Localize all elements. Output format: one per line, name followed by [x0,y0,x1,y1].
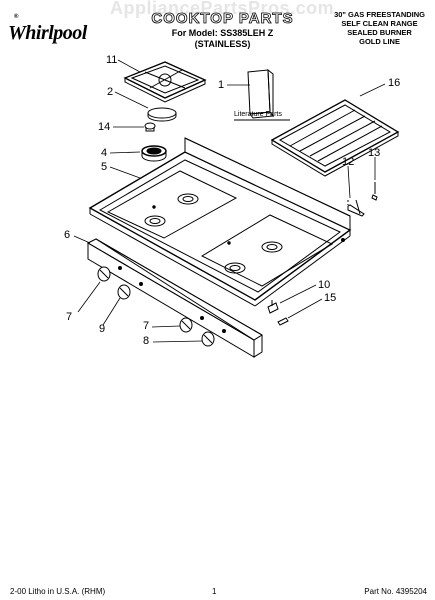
model-line: For Model: SS385LEH Z [171,28,274,38]
literature-parts-label: Literature Parts [234,111,282,118]
literature-book-part [247,68,274,119]
bracket-screw-part [277,317,289,326]
bracket-part [267,300,279,314]
manifold-panel-part [86,238,263,358]
callout-5: 5 [101,161,108,173]
footer-page-number: 1 [212,587,217,596]
page-title: COOKTOP PARTS [151,10,294,28]
cooktop-panel-part [88,137,352,307]
brand-registered-mark: ® [14,14,19,20]
callout-14: 14 [98,121,111,133]
screw-part [144,122,156,132]
control-knobs [97,266,226,347]
callout-4: 4 [101,147,108,159]
callout-16: 16 [388,77,401,89]
broiler-grid-part [270,99,400,177]
finish-line: (STAINLESS) [194,39,251,49]
brand-logo: Whirlpool [8,22,87,44]
callout-7-center: 7 [143,320,150,332]
footer-part-number: Part No. 4395204 [364,587,427,596]
callout-15: 15 [324,292,337,304]
spec-line: SEALED BURNER [347,28,412,37]
spec-line: GOLD LINE [359,37,400,46]
callout-8: 8 [143,335,150,347]
callout-6: 6 [64,229,71,241]
spec-block: 30" GAS FREESTANDING SELF CLEAN RANGE SE… [334,10,425,46]
burner-head-part [141,145,167,162]
burner-cap-part [147,107,177,119]
callout-10: 10 [318,279,331,291]
watermark-text: AppliancePartsPros.com [110,0,335,18]
callout-9: 9 [99,323,106,335]
spec-line: SELF CLEAN RANGE [341,19,418,28]
igniter-screw-part [371,182,378,201]
spec-line: 30" GAS FREESTANDING [334,10,425,19]
callout-13: 13 [368,147,381,159]
igniter-part [347,199,365,217]
leader-lines [73,59,386,343]
callout-2: 2 [107,86,114,98]
footer-print-info: 2-00 Litho in U.S.A. (RHM) [10,587,106,596]
callout-11: 11 [106,54,118,66]
callout-7-left: 7 [66,311,73,323]
callout-1: 1 [218,79,225,91]
callout-12: 12 [342,156,355,168]
burner-grate-part [123,61,207,103]
